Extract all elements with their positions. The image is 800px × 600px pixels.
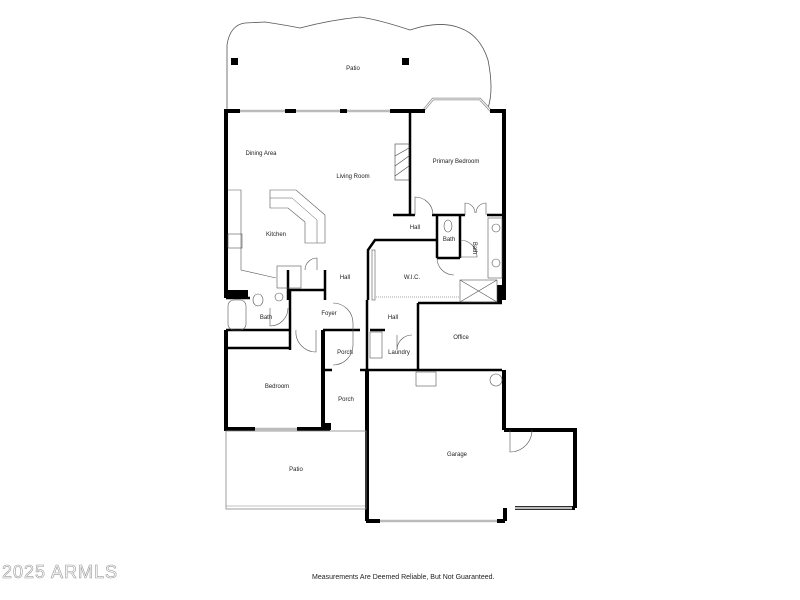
column-left [231, 58, 238, 65]
room-label-hall-lower: Hall [387, 315, 399, 321]
room-label-bedroom: Bedroom [264, 384, 290, 390]
interior-walls [226, 111, 505, 372]
room-label-porch-outer: Porch [338, 397, 354, 403]
room-label-primary-bedroom: Primary Bedroom [432, 159, 480, 165]
wall-block [323, 423, 331, 430]
bay-window [422, 97, 492, 112]
room-label-hall-center: Hall [339, 275, 351, 281]
room-label-patio-bottom: Patio [289, 467, 303, 473]
doors [269, 196, 533, 453]
room-label-bath-primary: Bath [471, 241, 477, 255]
room-label-patio-top: Patio [346, 66, 360, 72]
room-label-laundry: Laundry [388, 350, 410, 356]
room-label-bath-primary-wc: Bath [442, 237, 456, 243]
fireplace [394, 143, 410, 181]
disclaimer-text: Measurements Are Deemed Reliable, But No… [312, 574, 495, 581]
kitchen-island [269, 189, 326, 244]
wall-block [228, 290, 248, 298]
room-label-living: Living Room [336, 174, 370, 180]
room-label-porch-inner: Porch [337, 350, 353, 356]
room-label-wic: W.I.C. [403, 275, 421, 281]
room-label-garage: Garage [446, 452, 468, 458]
patio-bottom-outline [225, 430, 367, 510]
exterior-walls [224, 109, 577, 523]
column-right [402, 58, 409, 65]
kitchen-counter [228, 189, 277, 279]
room-label-kitchen: Kitchen [265, 232, 287, 238]
refrigerator [276, 265, 302, 289]
fixtures [227, 217, 503, 387]
patio-top-outline [226, 16, 492, 110]
room-label-foyer: Foyer [321, 311, 337, 317]
room-label-dining: Dining Area [245, 151, 277, 157]
watermark: 2025 ARMLS [2, 562, 119, 583]
stove [227, 233, 243, 249]
wall-block [497, 285, 504, 302]
room-label-bath-guest: Bath [259, 315, 273, 321]
room-label-office: Office [453, 335, 469, 341]
room-label-hall-upper: Hall [409, 225, 421, 231]
